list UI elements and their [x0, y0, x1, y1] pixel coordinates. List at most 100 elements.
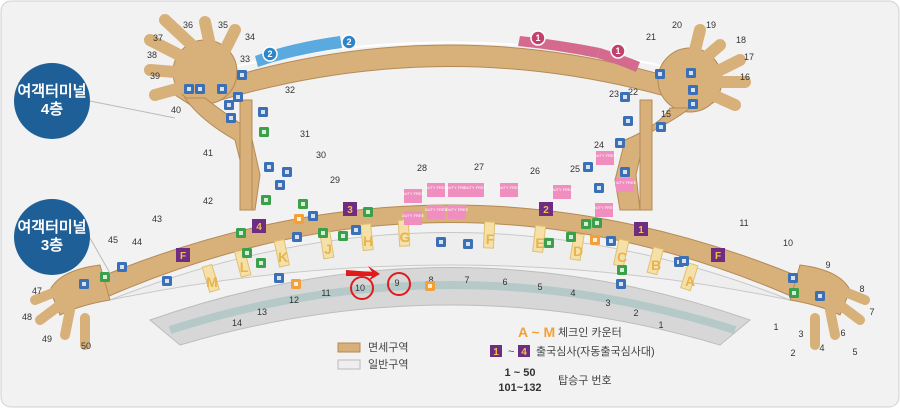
checkin-stripe — [360, 223, 374, 252]
gate-number: 25 — [570, 164, 580, 174]
amenity-icon-glyph — [239, 231, 243, 235]
gate-number: 36 — [183, 20, 193, 30]
amenity-icon-glyph — [165, 279, 169, 283]
checkin-zone-label: H — [363, 233, 373, 249]
amenity-icon-glyph — [227, 103, 231, 107]
checkin-stripe — [397, 219, 411, 247]
gate-number: 5 — [537, 282, 542, 292]
legend-immig-label: 출국심사(자동출국심사대) — [536, 345, 655, 358]
amenity-icon-glyph — [620, 268, 624, 272]
amenity-icon-glyph — [354, 228, 358, 232]
gate-number-right-fan: 1 — [773, 322, 778, 332]
top-badge-circle — [610, 43, 626, 59]
gate-number-right-fan: 10 — [783, 238, 793, 248]
gate-number: 30 — [316, 150, 326, 160]
amenity-icon-glyph — [691, 102, 695, 106]
gate-number: 9 — [394, 278, 399, 288]
duty-free-tag — [616, 178, 634, 192]
duty-free-text: DUTY FREE — [614, 180, 637, 185]
amenity-icon-glyph — [261, 110, 265, 114]
amenity-icon-glyph — [229, 116, 233, 120]
gate-number: 34 — [245, 32, 255, 42]
callout-line-4f — [89, 100, 176, 119]
gate-number: 41 — [203, 148, 213, 158]
gate-number-right-fan: 2 — [790, 348, 795, 358]
marker-circle-gate-9 — [387, 272, 411, 296]
immigration-box — [252, 219, 266, 233]
checkin-stripe — [482, 221, 496, 249]
amenity-icon-glyph — [691, 88, 695, 92]
amenity-icon-glyph — [278, 183, 282, 187]
gate-number: 8 — [428, 275, 433, 285]
gate-number-right-fan: 5 — [852, 347, 857, 357]
immigration-number: 2 — [543, 205, 549, 216]
checkin-zone-label: F — [486, 231, 495, 247]
duty-free-tag — [500, 183, 518, 197]
floor-badge-3f: 여객터미널 3층 — [14, 199, 90, 275]
amenity-icon-glyph — [682, 259, 686, 263]
top-badge-circle — [262, 46, 278, 62]
duty-free-tag — [404, 189, 422, 203]
floor-3f-line2: 3층 — [40, 237, 64, 254]
duty-free-text: DUTY FREE — [425, 207, 448, 212]
immigration-number: 4 — [256, 222, 262, 233]
gate-number: 50 — [81, 341, 91, 351]
legend-checkin-label: 체크인 카운터 — [558, 326, 622, 339]
gate-number: 31 — [300, 129, 310, 139]
duty-free-text: DUTY FREE — [402, 191, 425, 196]
callout-line-3f — [89, 237, 116, 283]
floor-4f-line2: 4층 — [40, 101, 64, 118]
amenity-icon-glyph — [792, 291, 796, 295]
duty-free-tag — [427, 205, 445, 219]
gate-number: 18 — [736, 35, 746, 45]
gate-number: 22 — [628, 87, 638, 97]
gate-number-right-fan: 6 — [840, 328, 845, 338]
gate-number: 27 — [474, 162, 484, 172]
gate-number: 20 — [672, 20, 682, 30]
checkin-zone-label: G — [400, 229, 411, 245]
amenity-icon-glyph — [466, 242, 470, 246]
legend-immig-swatch-4 — [518, 345, 530, 357]
checkin-stripe — [273, 238, 290, 268]
amenity-icon-glyph — [623, 170, 627, 174]
gate-number-right-fan: 7 — [869, 307, 874, 317]
amenity-icons — [79, 68, 825, 301]
amenity-icon-glyph — [618, 141, 622, 145]
gate-number: 37 — [153, 33, 163, 43]
gate-number: 6 — [502, 277, 507, 287]
duty-free-tag — [466, 183, 484, 197]
amenity-icon-glyph — [262, 130, 266, 134]
marker-circle-gate-10 — [350, 276, 374, 300]
legend-gates-range-2: 101~132 — [498, 382, 541, 394]
amenity-icon-glyph — [264, 198, 268, 202]
duty-free-text: DUTY FREE — [498, 185, 521, 190]
checkin-zone-label: J — [324, 241, 332, 257]
gate-number: 45 — [108, 235, 118, 245]
gate-number: 13 — [257, 307, 267, 317]
legend: 면세구역 일반구역 A ~ M 체크인 카운터 1 ~ 4 출국심사(자동출국심… — [337, 324, 655, 394]
amenity-icon-glyph — [791, 276, 795, 280]
arrow-marker — [346, 266, 380, 281]
amenity-icon-glyph — [187, 87, 191, 91]
gate-number: 14 — [232, 318, 242, 328]
legend-immig-sep: ~ — [508, 346, 514, 358]
checkin-zone-label: L — [240, 259, 249, 275]
upper-blue-zone — [255, 36, 342, 67]
amenity-icon-glyph — [623, 95, 627, 99]
top-badge-number: 2 — [346, 37, 351, 47]
gate-number: 47 — [32, 286, 42, 296]
legend-gates-label: 탑승구 번호 — [558, 374, 612, 387]
svg-text:F: F — [715, 251, 721, 262]
amenity-icon-glyph — [658, 72, 662, 76]
duty-free-text: DUTY FREE — [593, 205, 616, 210]
amenity-icon-glyph — [428, 284, 432, 288]
duty-free-text: DUTY FREE — [402, 213, 425, 218]
amenity-icon-glyph — [220, 87, 224, 91]
checkin-stripe — [646, 246, 665, 276]
gate-number: 17 — [744, 52, 754, 62]
legend-immig-from: 1 — [493, 347, 499, 358]
